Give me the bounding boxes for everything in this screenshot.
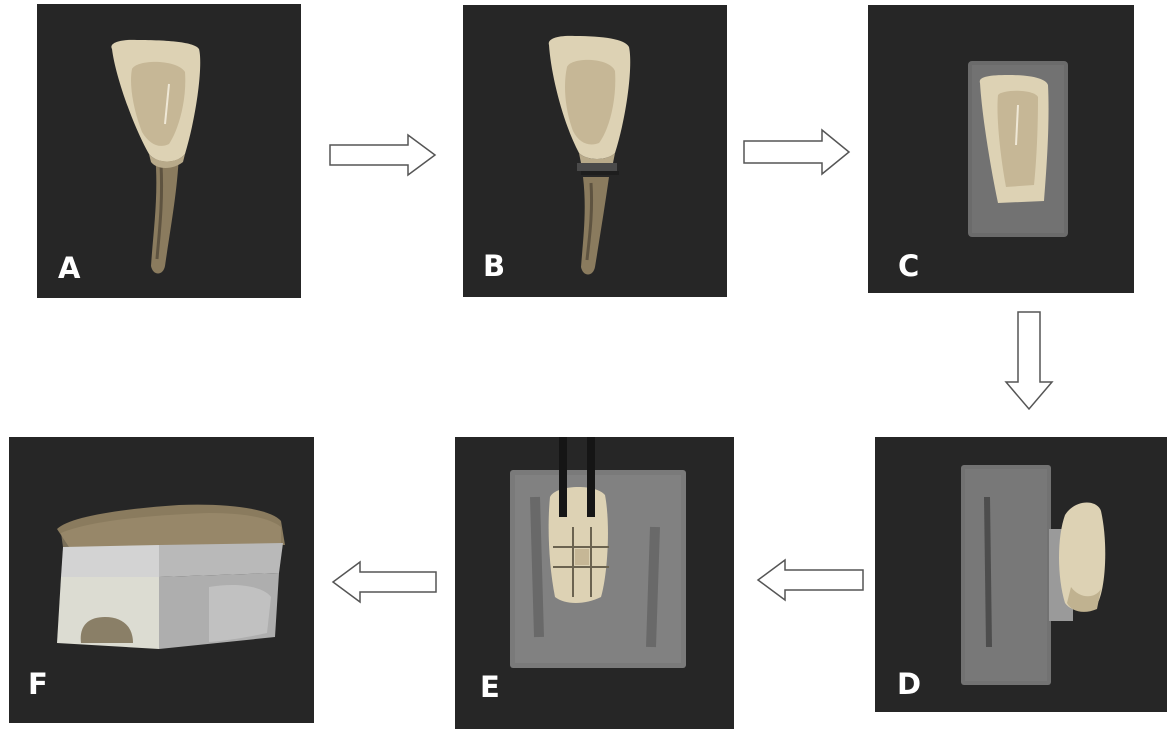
panel-label: C: [898, 252, 919, 281]
panel-c: C: [868, 5, 1134, 293]
right-arrow-icon: [328, 133, 438, 177]
panel-a: A: [37, 4, 301, 298]
final-specimen-illustration: [9, 437, 314, 723]
left-arrow-icon: [330, 560, 438, 604]
panel-label: D: [897, 670, 921, 699]
right-arrow-icon: [742, 127, 852, 177]
panel-d: D: [875, 437, 1167, 712]
panel-label: F: [28, 670, 48, 699]
down-arrow-icon: [1003, 310, 1055, 412]
panel-f: F: [9, 437, 314, 723]
panel-label: B: [483, 252, 505, 281]
panel-e: E: [455, 437, 734, 729]
panel-label: A: [58, 254, 80, 283]
left-arrow-icon: [755, 558, 865, 602]
panel-label: E: [480, 673, 500, 702]
panel-b: B: [463, 5, 727, 297]
